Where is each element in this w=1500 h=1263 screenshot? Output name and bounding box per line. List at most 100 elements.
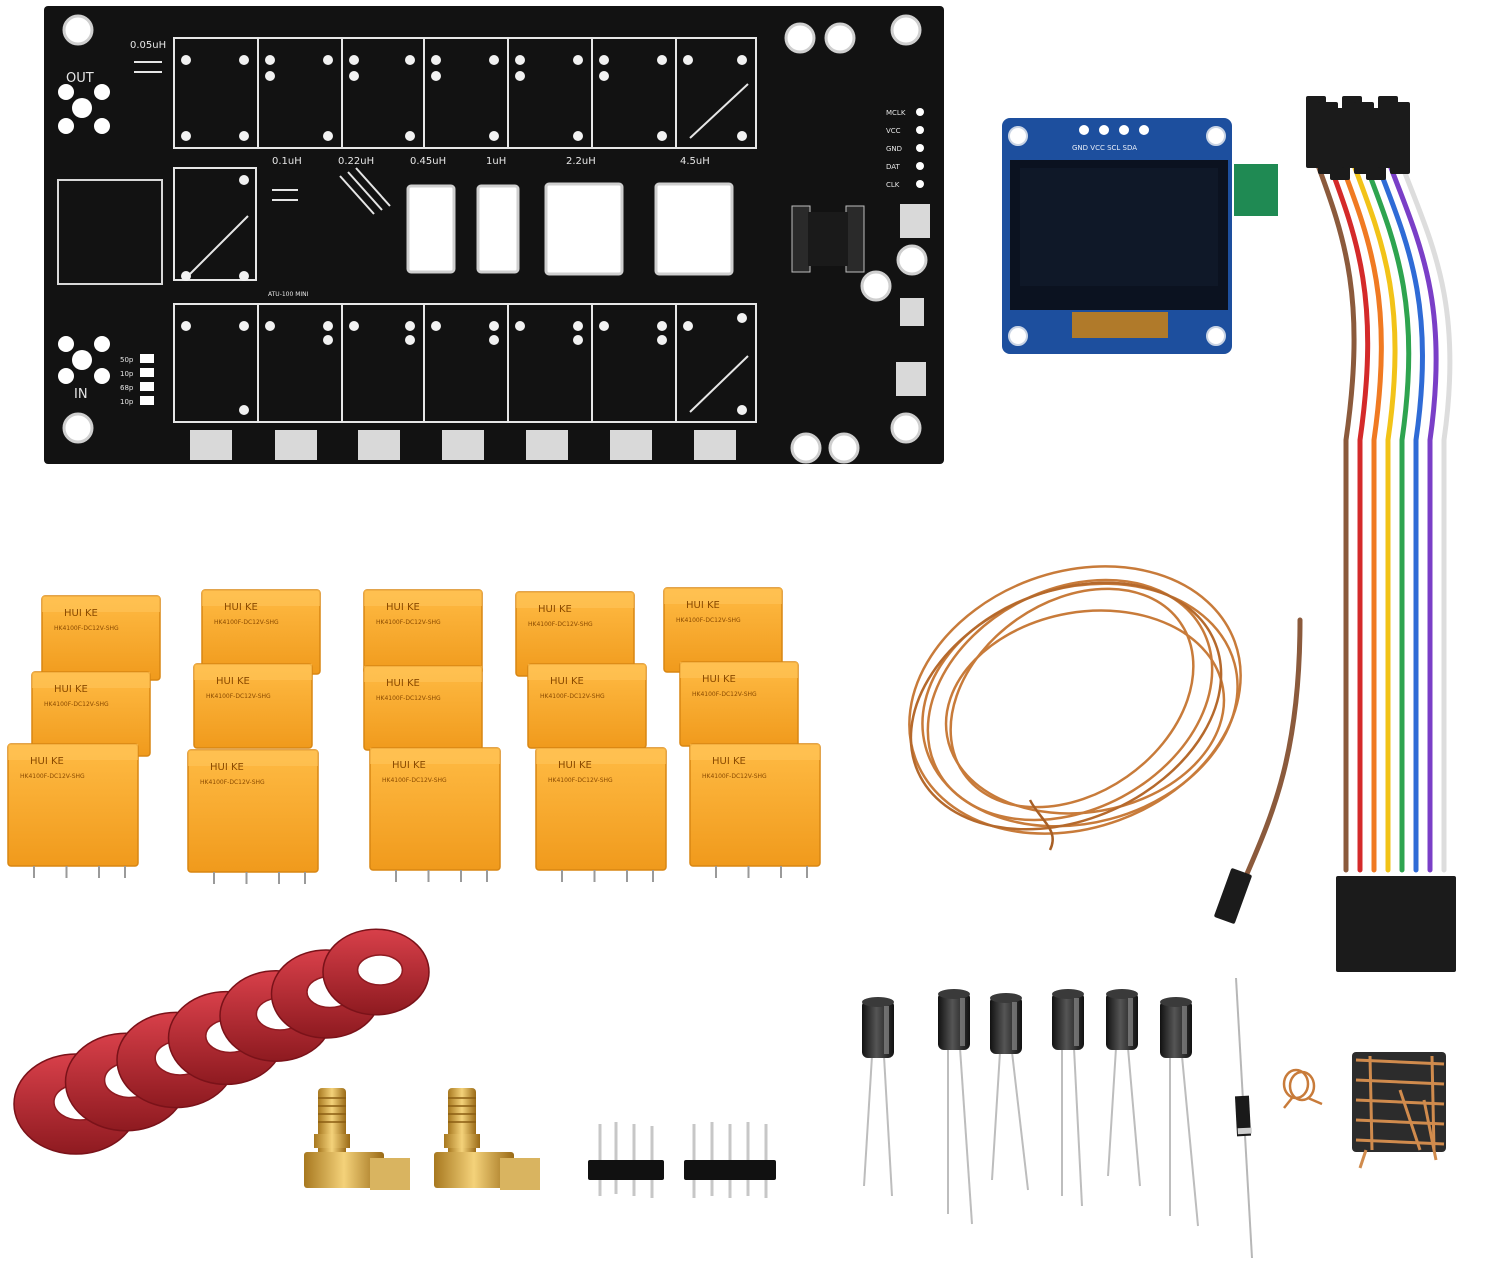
sma-connector	[434, 1088, 540, 1190]
relay-model: HK4100F-DC12V-SHG	[692, 691, 757, 698]
oled-mount-hole-icon	[1206, 126, 1226, 146]
inductor-symbol-icon	[134, 61, 391, 215]
relay-model: HK4100F-DC12V-SHG	[214, 619, 279, 626]
oled-flex-cable	[1072, 312, 1168, 338]
header-pin-holes	[916, 108, 924, 188]
electrolytic-capacitors	[862, 989, 1199, 1227]
out-connector-pads	[58, 84, 110, 384]
smd-caps	[140, 354, 154, 405]
relay-model: HK4100F-DC12V-SHG	[44, 701, 109, 708]
oled-mount-hole-icon	[1008, 126, 1028, 146]
toroid-cutouts	[406, 182, 734, 276]
in-label: IN	[74, 387, 88, 402]
jumper-wire-loose	[1237, 617, 1303, 893]
dupont-connector-top	[1390, 102, 1410, 174]
relay: HUI KE HK4100F-DC12V-SHG	[31, 671, 151, 757]
inductor-label-0.22uH: 0.22uH	[338, 156, 374, 167]
oled-protective-tab	[1234, 164, 1278, 216]
mount-hole-icon	[890, 412, 922, 444]
relay-model: HK4100F-DC12V-SHG	[540, 693, 605, 700]
jumper-wire	[1373, 157, 1425, 873]
enameled-copper-wire-coil	[908, 565, 1242, 851]
relay: HUI KE HK4100F-DC12V-SHG	[369, 747, 501, 882]
oled-pin-holes	[1079, 125, 1149, 135]
inductor-label-4.5uH: 4.5uH	[680, 156, 710, 167]
relay-brand: HUI KE	[558, 760, 592, 771]
red-toroid-cores	[13, 928, 430, 1155]
mount-hole-icon	[62, 14, 94, 46]
capacitor	[1160, 997, 1199, 1227]
relay-brand: HUI KE	[30, 756, 64, 767]
jumper-wire	[1361, 157, 1412, 873]
oled-mount-hole-icon	[1008, 326, 1028, 346]
header-pin-label: CLK	[886, 181, 900, 189]
relay-model: HK4100F-DC12V-SHG	[206, 693, 271, 700]
pin-header-5	[684, 1122, 776, 1198]
dupont-connector-bottom	[1434, 876, 1456, 972]
inductor-label-0.1uH: 0.1uH	[272, 156, 302, 167]
ic-footprint-left	[57, 179, 163, 285]
wound-toroid-inductor	[1352, 1052, 1446, 1169]
bottom-relay-footprints	[173, 167, 757, 423]
dupont-connector-loose	[1214, 868, 1252, 924]
relay-model: HK4100F-DC12V-SHG	[54, 625, 119, 632]
capacitor	[1052, 989, 1084, 1207]
inductor-label-0.05uH: 0.05uH	[130, 40, 166, 51]
relay: HUI KE HK4100F-DC12V-SHG	[679, 661, 799, 747]
relay-brand: HUI KE	[210, 762, 244, 773]
cap-label: 10p	[120, 398, 134, 406]
relay: HUI KE HK4100F-DC12V-SHG	[527, 663, 647, 749]
jumper-wire	[1397, 157, 1453, 873]
pcb-ic-chips	[791, 205, 865, 273]
board-serial: ATU-100 MINI	[268, 291, 309, 298]
oled-display-module: GND VCC SCL SDA	[1002, 118, 1278, 354]
relay: HUI KE HK4100F-DC12V-SHG	[363, 589, 483, 675]
jumper-wire	[1349, 157, 1398, 873]
relay-model: HK4100F-DC12V-SHG	[376, 619, 441, 626]
cap-label: 10p	[120, 370, 134, 378]
relay-brand: HUI KE	[386, 678, 420, 689]
relay-brand: HUI KE	[54, 684, 88, 695]
relay: HUI KE HK4100F-DC12V-SHG	[201, 589, 321, 675]
out-label: OUT	[66, 71, 94, 86]
oled-pin-labels: GND VCC SCL SDA	[1072, 144, 1137, 152]
cap-label: 50p	[120, 356, 134, 364]
top-relay-footprints	[173, 37, 757, 149]
inductor-label-1uH: 1uH	[486, 156, 506, 167]
relay-brand: HUI KE	[550, 676, 584, 687]
capacitor	[862, 997, 894, 1197]
relay-brand: HUI KE	[702, 674, 736, 685]
relay: HUI KE HK4100F-DC12V-SHG	[535, 747, 667, 882]
air-coil	[1282, 1068, 1323, 1109]
toroid-core	[322, 928, 430, 1016]
relay-brand: HUI KE	[216, 676, 250, 687]
oled-active-area	[1020, 168, 1218, 286]
relay-brand: HUI KE	[224, 602, 258, 613]
relay-brand: HUI KE	[712, 756, 746, 767]
capacitor	[1106, 989, 1141, 1187]
relay-brand: HUI KE	[64, 608, 98, 619]
oled-mount-hole-icon	[1206, 326, 1226, 346]
relay: HUI KE HK4100F-DC12V-SHG	[41, 595, 161, 681]
mount-hole-icon	[62, 412, 94, 444]
relay-model: HK4100F-DC12V-SHG	[382, 777, 447, 784]
jumper-wire	[1337, 157, 1384, 873]
cap-label: 68p	[120, 384, 134, 392]
bottom-smd-pads	[190, 22, 930, 464]
header-pin-label: DAT	[886, 163, 901, 171]
relay-group: HUI KE HK4100F-DC12V-SHG HUI KE HK4100F-DC1…	[7, 587, 821, 884]
sma-connector	[304, 1088, 410, 1190]
jumper-wire	[1325, 157, 1371, 873]
relay-brand: HUI KE	[392, 760, 426, 771]
relay-brand: HUI KE	[386, 602, 420, 613]
relay-model: HK4100F-DC12V-SHG	[548, 777, 613, 784]
relay-brand: HUI KE	[686, 600, 720, 611]
header-pin-label: VCC	[886, 127, 901, 135]
jumper-wire-bundle	[1214, 96, 1456, 972]
